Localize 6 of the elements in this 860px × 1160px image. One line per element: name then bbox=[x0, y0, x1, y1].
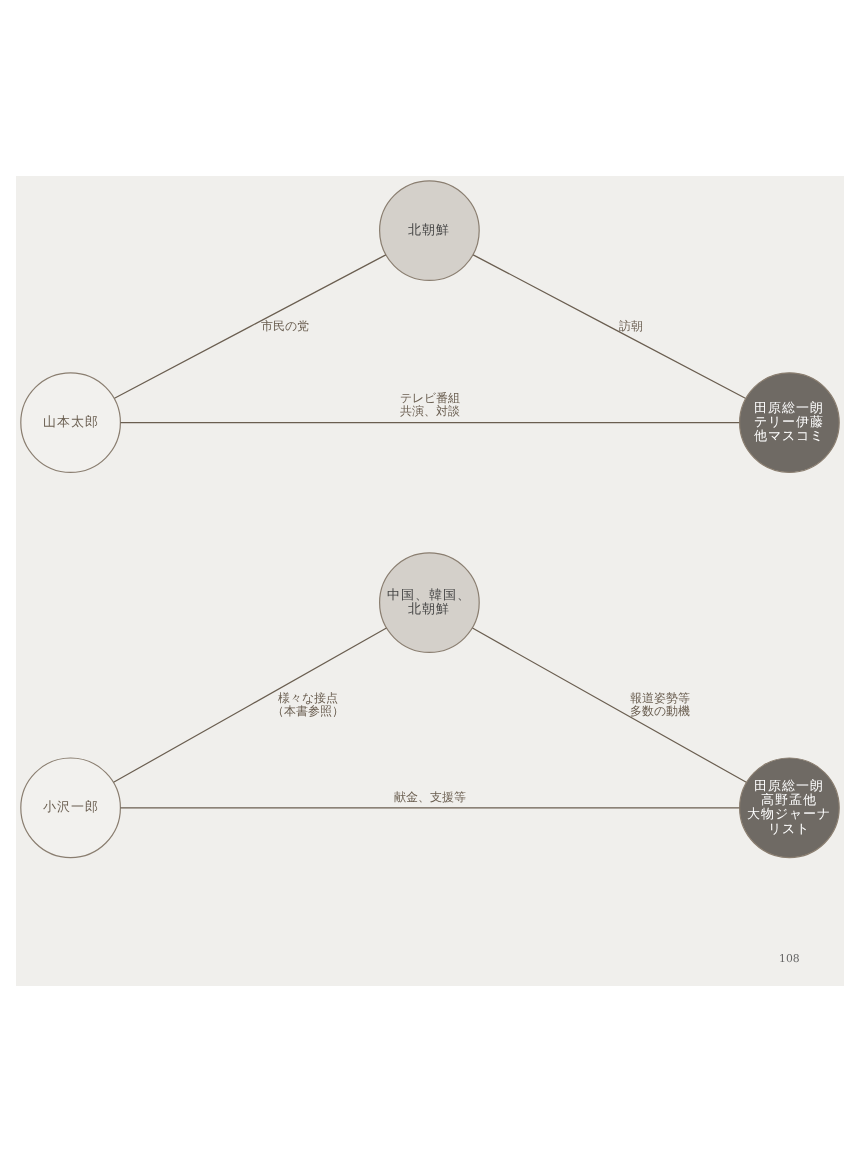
connector bbox=[471, 626, 747, 782]
connector bbox=[119, 421, 740, 423]
connector bbox=[113, 253, 387, 398]
connector bbox=[472, 253, 746, 398]
connector bbox=[119, 806, 740, 808]
connector bbox=[112, 626, 388, 782]
